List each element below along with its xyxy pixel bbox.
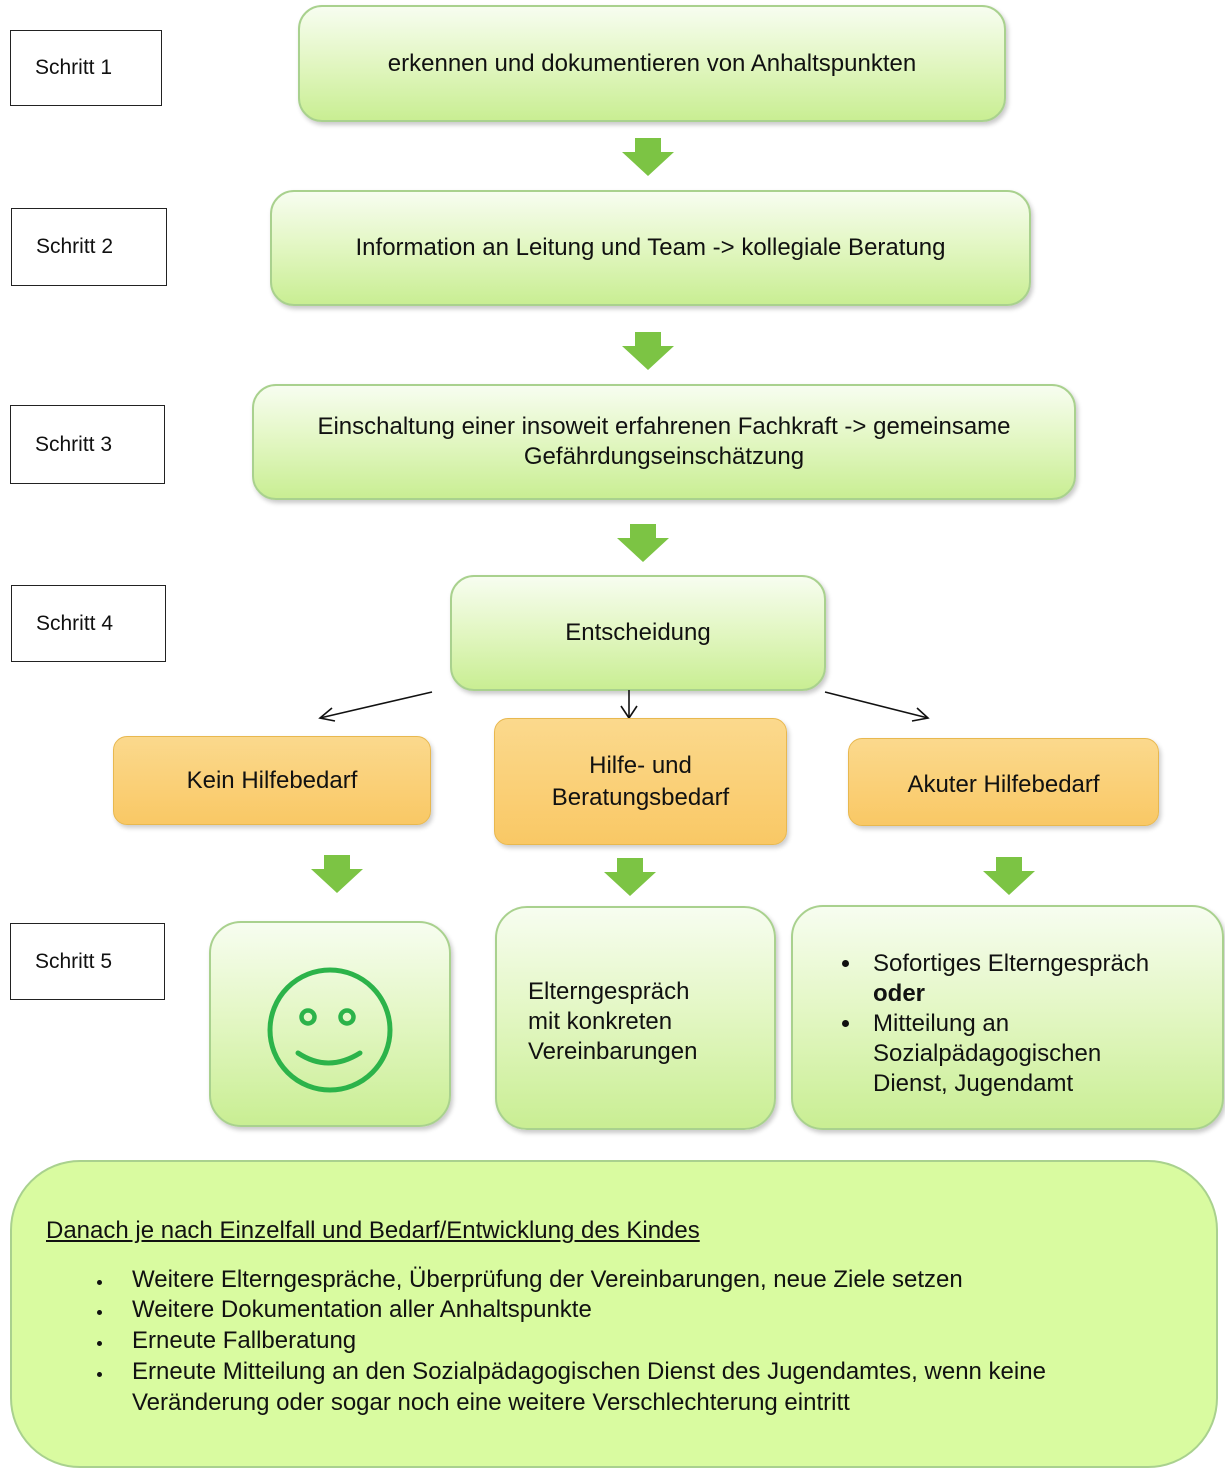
outcome-help-line1: Hilfe- und [589,752,692,780]
result-acute-box: Sofortiges Elterngespräch oder Mitteilun… [791,905,1224,1130]
down-arrow-icon [983,857,1035,895]
branch-arrows [318,690,930,722]
result-acute-item1-bold: oder [873,980,926,1007]
follow-up-item-line1: Erneute Mitteilung an den Sozialpädagogi… [132,1357,1046,1385]
result-acute-list: Sofortiges Elterngespräch oder Mitteilun… [793,907,1149,1099]
result-acute-item2-line1: Mitteilung an [873,1010,1010,1037]
down-arrow-icon [622,332,674,370]
result-acute-item2-line2: Sozialpädagogischen [873,1040,1102,1067]
outcome-acute-box: Akuter Hilfebedarf [848,738,1159,826]
result-acute-item1-text: Sofortiges Elterngespräch [873,950,1150,977]
step-2-label: Schritt 2 [11,208,167,286]
down-arrow-icon [604,858,656,896]
step3-box: Einschaltung einer insoweit erfahrenen F… [252,384,1076,500]
step2-box: Information an Leitung und Team -> kolle… [270,190,1031,306]
step1-box-text: erkennen und dokumentieren von Anhaltspu… [387,49,917,77]
result-help-line2: mit konkreten [528,1008,673,1035]
outcome-help-line2: Beratungsbedarf [551,783,730,811]
down-arrow-icon [617,524,669,562]
result-no-help-box [209,921,451,1127]
result-help-line3: Vereinbarungen [528,1038,698,1065]
step2-box-text: Information an Leitung und Team -> kolle… [355,234,946,261]
smiley-face-icon [267,967,393,1093]
decision-box-text: Entscheidung [565,619,711,646]
result-help-box: Elterngespräch mit konkreten Vereinbarun… [495,906,776,1130]
follow-up-heading: Danach je nach Einzelfall und Bedarf/Ent… [46,1217,700,1244]
follow-up-box: Danach je nach Einzelfall und Bedarf/Ent… [10,1160,1218,1468]
step-5-label: Schritt 5 [10,923,165,1000]
follow-up-item-line2: Veränderung oder sogar noch eine weitere… [132,1388,850,1416]
decision-box: Entscheidung [450,575,826,691]
step1-box: erkennen und dokumentieren von Anhaltspu… [298,5,1006,122]
result-help-line1: Elterngespräch [528,978,690,1005]
step-4-label: Schritt 4 [11,585,166,662]
down-arrow-icon [622,138,674,176]
outcome-no-help-box: Kein Hilfebedarf [113,736,431,825]
down-arrow-icon [311,855,363,893]
follow-up-item: Erneute Fallberatung [114,1326,1182,1357]
outcome-no-help-text: Kein Hilfebedarf [186,766,358,794]
step-3-label: Schritt 3 [10,405,165,484]
result-acute-item2-line3: Dienst, Jugendamt [873,1070,1074,1097]
step-1-label: Schritt 1 [10,30,162,106]
result-acute-item: Mitteilung an Sozialpädagogischen Dienst… [863,1009,1149,1099]
result-acute-item: Sofortiges Elterngespräch oder [863,949,1149,1009]
step3-box-line1: Einschaltung einer insoweit erfahrenen F… [317,413,1011,440]
follow-up-item: Weitere Elterngespräche, Überprüfung der… [114,1265,1182,1296]
outcome-acute-text: Akuter Hilfebedarf [907,771,1100,799]
follow-up-item: Weitere Dokumentation aller Anhaltspunkt… [114,1295,1182,1326]
follow-up-item: Erneute Mitteilung an den Sozialpädagogi… [114,1357,1182,1418]
step3-box-line2: Gefährdungseinschätzung [523,443,805,470]
follow-up-list: Weitere Elterngespräche, Überprüfung der… [46,1265,1182,1419]
outcome-help-box: Hilfe- und Beratungsbedarf [494,718,787,845]
